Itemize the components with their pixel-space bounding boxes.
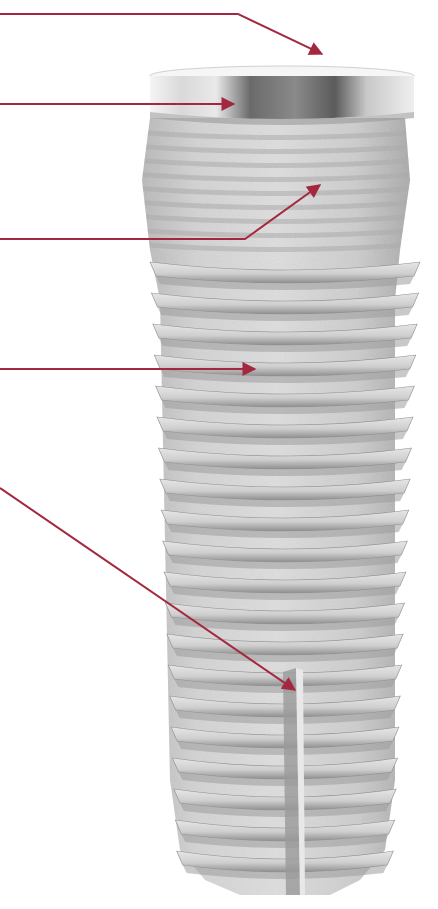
apical-cutting-groove	[283, 668, 305, 895]
polished-collar	[150, 66, 414, 125]
callout-arrow-platform	[0, 14, 322, 54]
